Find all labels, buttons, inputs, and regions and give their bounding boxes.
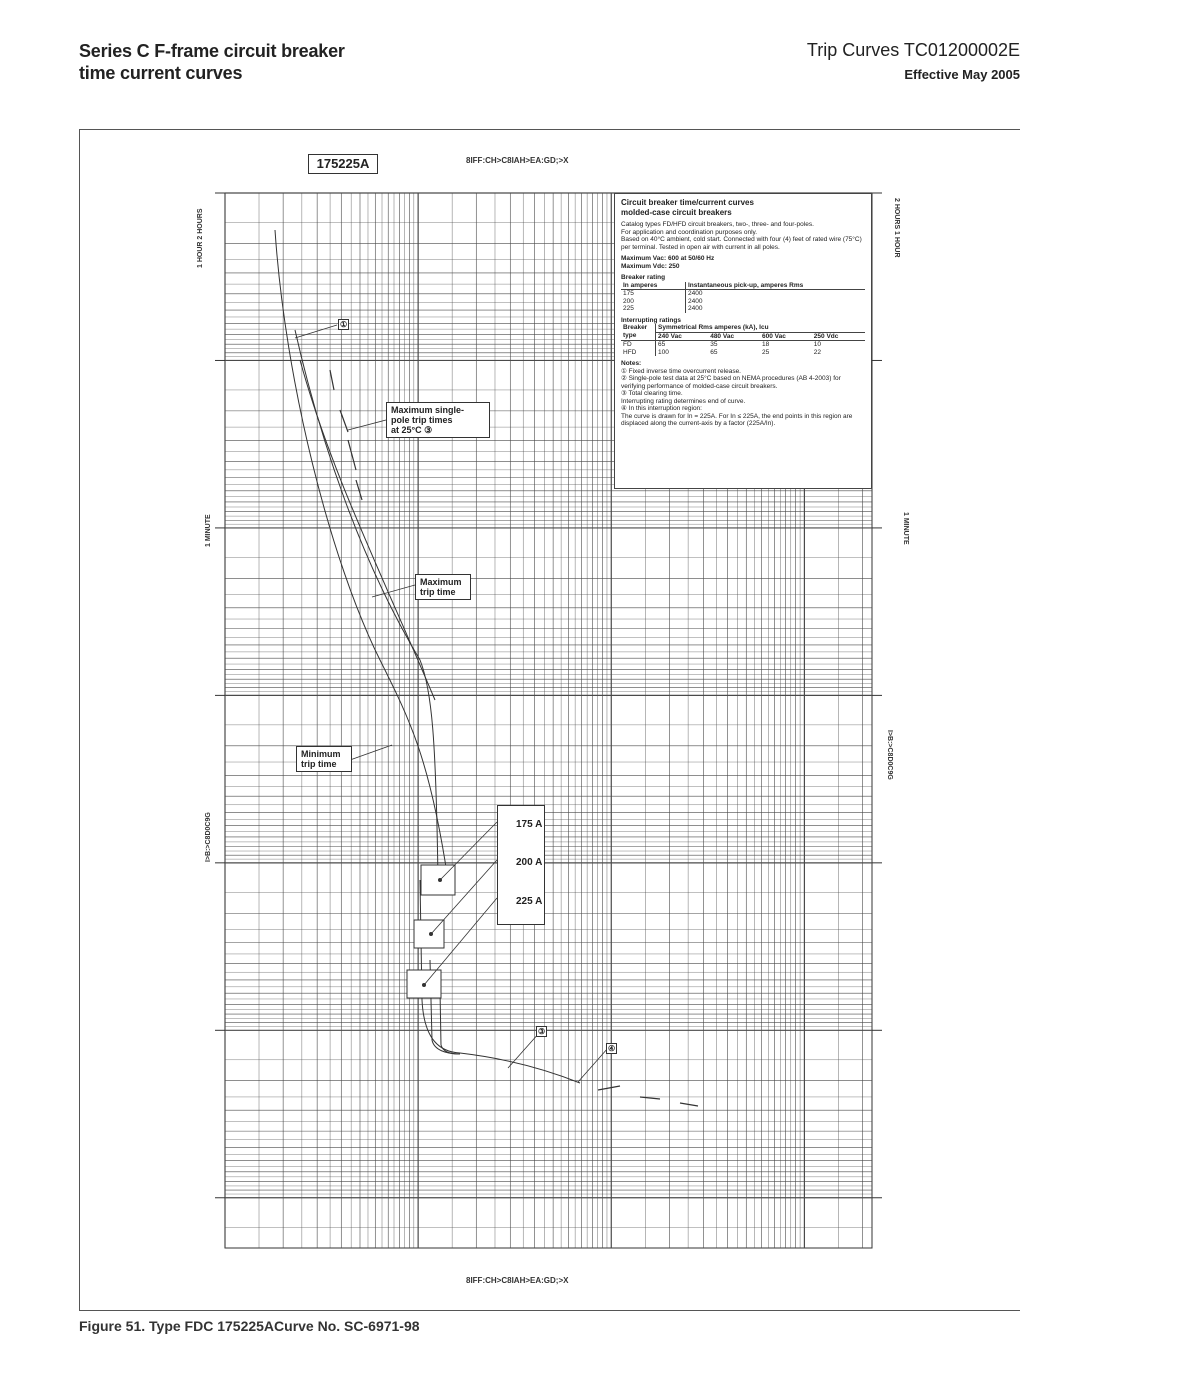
int-value: 25 bbox=[762, 348, 770, 356]
int-value: 65 bbox=[658, 341, 666, 348]
left-seconds-label: I>B:>C8D0C9G bbox=[205, 812, 212, 862]
single-pole-segment bbox=[597, 1085, 621, 1091]
single-pole-segment bbox=[339, 409, 349, 433]
legend-title-1: Circuit breaker time/current curves bbox=[621, 198, 754, 207]
int-voltage: 240 Vac bbox=[655, 332, 709, 341]
title-line-1: Series C F-frame circuit breaker bbox=[79, 41, 345, 61]
leader-line bbox=[507, 1031, 541, 1069]
legend-note: ② Single-pole test data at 25°C based on… bbox=[621, 375, 841, 390]
legend-note: Interrupting rating determines end of cu… bbox=[621, 397, 746, 405]
trip-curve bbox=[299, 359, 436, 701]
legend-note: ③ Total clearing time. bbox=[621, 390, 683, 397]
figure-frame bbox=[79, 129, 1020, 1311]
int-value: 10 bbox=[813, 341, 822, 348]
note-marker-4: ④ bbox=[606, 1043, 618, 1054]
int-value: 35 bbox=[710, 341, 718, 348]
rating-col-1: In amperes bbox=[621, 281, 686, 290]
int-value: 22 bbox=[813, 348, 822, 356]
leader-line bbox=[349, 744, 393, 761]
document-title: Series C F-frame circuit breaker time cu… bbox=[79, 40, 345, 84]
right-hours-label: 2 HOURS 1 HOUR bbox=[893, 198, 900, 258]
int-voltage: 480 Vac bbox=[708, 332, 760, 341]
leader-line bbox=[347, 419, 387, 431]
int-col-1: Breaker type bbox=[621, 324, 656, 341]
legend-max-vdc: Maximum Vdc: 250 bbox=[621, 262, 680, 270]
legend-title-2: molded-case circuit breakers bbox=[621, 208, 732, 217]
int-value: 100 bbox=[658, 348, 669, 356]
legend-note: ④ In this interruption region: bbox=[621, 405, 702, 412]
interrupting-table: Breaker type Symmetrical Rms amperes (kA… bbox=[621, 324, 865, 356]
doc-reference: Trip Curves TC01200002E bbox=[806, 40, 1020, 60]
rating-pickup: 2400 bbox=[688, 297, 703, 305]
leader-line bbox=[439, 821, 498, 881]
legend-notes-title: Notes: bbox=[621, 360, 642, 367]
legend-panel: Circuit breaker time/current curves mold… bbox=[614, 193, 872, 489]
legend-desc-1: Catalog types FD/HFD circuit breakers, t… bbox=[621, 221, 814, 228]
top-axis-title: 8IFF:CH>C8IAH>EA:GD;>X bbox=[466, 156, 569, 165]
int-value: 65 bbox=[710, 348, 718, 356]
int-type: HFD bbox=[621, 348, 656, 356]
single-pole-segment bbox=[639, 1096, 661, 1100]
rating-amp: 175 bbox=[621, 289, 686, 298]
legend-max-vac: Maximum Vac: 600 at 50/60 Hz bbox=[621, 255, 715, 262]
leader-line bbox=[294, 324, 338, 339]
legend-note: The curve is drawn for In = 225A. For In… bbox=[621, 412, 853, 428]
max-trip-time-label: Maximum trip time bbox=[415, 574, 471, 600]
int-col-2: Symmetrical Rms amperes (kA), Icu bbox=[655, 324, 865, 333]
int-voltage: 600 Vac bbox=[760, 332, 812, 341]
bottom-axis-title: 8IFF:CH>C8IAH>EA:GD;>X bbox=[466, 1276, 569, 1285]
trip-curve bbox=[419, 879, 581, 1084]
leader-line bbox=[423, 897, 498, 986]
curve-tag-225: 225 A bbox=[516, 896, 543, 907]
figure-caption: Figure 51. Type FDC 175225ACurve No. SC-… bbox=[79, 1318, 420, 1334]
trip-curve bbox=[439, 989, 461, 1055]
right-minute-label: 1 MINUTE bbox=[902, 512, 909, 545]
legend-int-title: Interrupting ratings bbox=[621, 316, 681, 324]
leader-line bbox=[371, 584, 416, 598]
rating-pickup: 2400 bbox=[688, 290, 703, 297]
table-row: FD 65 35 18 10 bbox=[621, 340, 865, 349]
legend-desc-2: For application and coordination purpose… bbox=[621, 228, 758, 236]
rating-pickup: 2400 bbox=[688, 305, 703, 312]
note-marker-3: ③ bbox=[536, 1026, 548, 1037]
rating-col-2: Instantaneous pick-up, amperes Rms bbox=[685, 281, 865, 290]
int-value: 18 bbox=[762, 341, 770, 348]
left-hours-label: 1 HOUR 2 HOURS bbox=[197, 208, 204, 268]
left-minute-label: 1 MINUTE bbox=[205, 514, 212, 547]
ampere-tag-box bbox=[497, 805, 545, 925]
legend-desc-3: Based on 40°C ambient, cold start. Conne… bbox=[621, 236, 862, 251]
effective-date: Effective May 2005 bbox=[904, 67, 1020, 82]
rating-amp: 200 bbox=[621, 297, 686, 305]
title-line-2: time current curves bbox=[79, 63, 243, 83]
note-marker-1: ① bbox=[338, 319, 350, 330]
rating-table: In amperes Instantaneous pick-up, ampere… bbox=[621, 281, 865, 313]
single-pole-segment bbox=[679, 1102, 699, 1107]
right-seconds-label: I>B:>C8D0C9G bbox=[886, 730, 893, 780]
single-pole-segment bbox=[329, 369, 335, 391]
leader-line bbox=[430, 859, 498, 935]
curve-tag-200: 200 A bbox=[516, 857, 543, 868]
max-single-pole-label: Maximum single- pole trip times at 25°C … bbox=[386, 402, 490, 438]
trip-curve bbox=[274, 229, 449, 881]
legend-note: ① Fixed inverse time overcurrent release… bbox=[621, 367, 741, 375]
leader-line bbox=[577, 1047, 609, 1083]
int-voltage: 250 Vdc bbox=[811, 332, 865, 341]
legend-rating-title: Breaker rating bbox=[621, 274, 666, 281]
single-pole-segment bbox=[355, 479, 363, 501]
single-pole-segment bbox=[347, 439, 357, 471]
curve-tag-175: 175 A bbox=[516, 819, 543, 830]
chart-id-box: 175225A bbox=[308, 154, 378, 174]
int-type: FD bbox=[621, 340, 656, 349]
min-trip-time-label: Minimum trip time bbox=[296, 746, 352, 772]
table-row: HFD 100 65 25 22 bbox=[621, 348, 865, 356]
rating-amp: 225 bbox=[621, 305, 686, 313]
